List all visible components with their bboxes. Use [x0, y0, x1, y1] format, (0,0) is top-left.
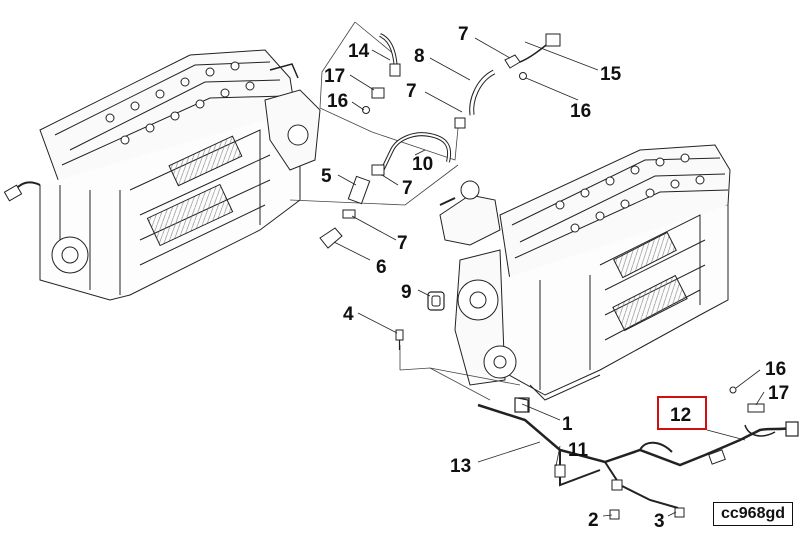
- callout-6: 6: [376, 257, 387, 278]
- callout-9: 9: [401, 282, 412, 303]
- callout-16-right: 16: [765, 359, 786, 380]
- leader-lines: [333, 37, 765, 517]
- drawing-code-label: cc968gd: [713, 502, 793, 526]
- right-engine-block: [439, 144, 731, 401]
- callout-11: 11: [568, 440, 589, 461]
- wiring-harness: [477, 386, 799, 520]
- callout-7-bottom: 7: [397, 233, 408, 254]
- callout-2: 2: [588, 510, 599, 531]
- callout-5: 5: [321, 166, 332, 187]
- callout-7-top: 7: [458, 24, 469, 45]
- callout-labels: 14 8 7 15 17 7 16 16 10 5 7 7 6 9 4 16 1…: [321, 24, 789, 532]
- highlight-box-part-12: [657, 396, 707, 430]
- callout-16-top-right: 16: [570, 101, 591, 122]
- callout-8: 8: [414, 46, 425, 67]
- callout-13: 13: [450, 456, 471, 477]
- callout-16-top-left: 16: [327, 91, 348, 112]
- callout-12: 12: [670, 405, 691, 426]
- callout-15: 15: [600, 64, 622, 85]
- callout-17-right: 17: [768, 383, 789, 404]
- callout-1: 1: [562, 414, 573, 435]
- callout-14: 14: [348, 41, 370, 62]
- callout-4: 4: [343, 304, 354, 325]
- callout-7-lower: 7: [402, 178, 413, 199]
- callout-10: 10: [412, 154, 433, 175]
- hose-parts: [319, 33, 561, 350]
- left-engine-block: [3, 49, 321, 301]
- callout-7-mid: 7: [406, 81, 417, 102]
- callout-17-top: 17: [324, 66, 345, 87]
- callout-3: 3: [654, 511, 665, 532]
